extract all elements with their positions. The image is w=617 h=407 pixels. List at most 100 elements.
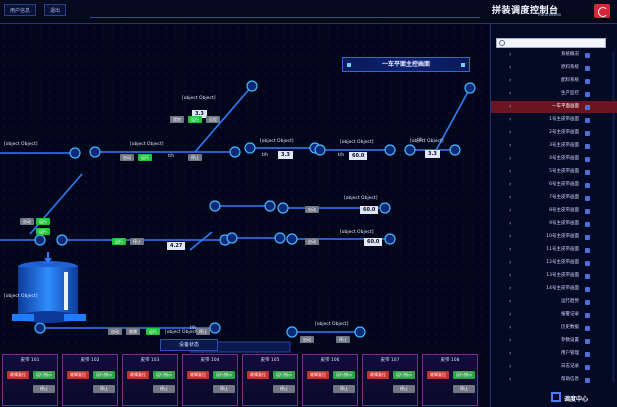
pulley-icon (379, 202, 391, 214)
chevron-icon: ‹ (509, 77, 512, 84)
device-card: 皮带 106 故障复位 运行指示 停止 (302, 354, 358, 406)
stop-button[interactable]: 停止 (333, 385, 355, 393)
start-button[interactable]: 启动 (20, 218, 34, 225)
stop-button[interactable]: 停止 (196, 328, 210, 335)
run-indicator: 运行指示 (333, 371, 355, 379)
stop-button[interactable]: 停止 (130, 238, 144, 245)
sidebar-item[interactable]: ‹系统概况 (491, 49, 617, 61)
pulley-icon (286, 233, 298, 245)
chevron-icon: ‹ (509, 363, 512, 370)
sidebar-item[interactable]: ‹ 6号主皮带画面 (491, 179, 617, 191)
menu-icon (585, 274, 590, 279)
pulley-icon (286, 326, 298, 338)
fault-button[interactable]: 故障 (126, 328, 140, 335)
menu-icon (585, 183, 590, 188)
sidebar-item[interactable]: ‹3号主皮带画面 (491, 140, 617, 152)
sidebar-item-label: 12号主皮带画面 (546, 260, 579, 265)
sidebar-item[interactable]: ‹日志记录 (491, 361, 617, 373)
remote-button[interactable]: 远程 (206, 116, 220, 123)
stop-button[interactable]: 停止 (153, 385, 175, 393)
sidebar-item[interactable]: ‹一车平面画面 (491, 101, 617, 113)
conveyor-label: [object Object] (315, 322, 349, 327)
tab-user-info[interactable]: 用户信息 (4, 4, 37, 16)
tank-outlet-right (64, 314, 86, 321)
start-button[interactable]: 启动 (305, 238, 319, 245)
cards-tab[interactable]: 设备状态 (160, 339, 218, 351)
search-input[interactable] (496, 38, 606, 48)
menu-icon (585, 209, 590, 214)
local-button[interactable]: 就地 (170, 116, 184, 123)
conveyor-label: [object Object] (344, 196, 378, 201)
sidebar-item[interactable]: ‹参数设置 (491, 335, 617, 347)
sidebar-item-label: 5号主皮带画面 (549, 169, 579, 174)
stop-button[interactable]: 停止 (213, 385, 235, 393)
sidebar-item[interactable]: ‹报警记录 (491, 309, 617, 321)
sidebar-item[interactable]: ‹8号主皮带画面 (491, 205, 617, 217)
sidebar-item-label: 11号主皮带画面 (546, 247, 579, 252)
stop-button[interactable]: 停止 (336, 336, 350, 343)
sidebar-item-label: 历史数据 (561, 325, 579, 330)
chevron-icon: ‹ (509, 168, 512, 175)
chevron-icon: ‹ (509, 311, 512, 318)
sidebar-item[interactable]: ‹用户管理 (491, 348, 617, 360)
pulley-icon (277, 202, 289, 214)
sidebar-item[interactable]: ‹ 5号主皮带画面 (491, 166, 617, 178)
reset-button[interactable]: 故障复位 (367, 371, 389, 379)
reset-button[interactable]: 故障复位 (307, 371, 329, 379)
sidebar-item[interactable]: ‹历史数据 (491, 322, 617, 334)
pulley-icon (244, 142, 256, 154)
sidebar-item[interactable]: ‹原料系统 (491, 62, 617, 74)
start-button[interactable]: 启动 (120, 154, 134, 161)
sidebar-item[interactable]: ‹11号主皮带画面 (491, 244, 617, 256)
run-indicator: 运行 (138, 154, 152, 161)
sidebar-item[interactable]: ‹1号主皮带画面 (491, 114, 617, 126)
chevron-icon: ‹ (509, 181, 512, 188)
sidebar-item[interactable]: ‹生产监控 (491, 88, 617, 100)
unit-label: t/h (417, 138, 424, 143)
menu-icon (585, 261, 590, 266)
sidebar-item-label: 6号主皮带画面 (549, 182, 579, 187)
reset-button[interactable]: 故障复位 (187, 371, 209, 379)
scrollbar[interactable] (612, 52, 615, 382)
sidebar-item-label: 4号主皮带画面 (549, 156, 579, 161)
reset-button[interactable]: 故障复位 (7, 371, 29, 379)
run-indicator: 运行指示 (213, 371, 235, 379)
sidebar-item[interactable]: ‹12号主皮带画面 (491, 257, 617, 269)
stop-button[interactable]: 停止 (93, 385, 115, 393)
sidebar-item[interactable]: ‹7号主皮带画面 (491, 192, 617, 204)
screen-title: 一车平面主控画面 (342, 57, 470, 72)
chevron-icon: ‹ (509, 194, 512, 201)
sidebar-item-label: 9号主皮带画面 (549, 221, 579, 226)
start-button[interactable]: 启动 (300, 336, 314, 343)
stop-button[interactable]: 停止 (453, 385, 475, 393)
stop-button[interactable]: 停止 (188, 154, 202, 161)
sidebar-item[interactable]: ‹帮助信息 (491, 374, 617, 386)
start-button[interactable]: 启动 (108, 328, 122, 335)
sidebar-item-label: 参数设置 (561, 338, 579, 343)
menu-icon (585, 339, 590, 344)
sidebar-item[interactable]: ‹10号主皮带画面 (491, 231, 617, 243)
stop-button[interactable]: 停止 (273, 385, 295, 393)
start-button[interactable]: 启动 (305, 206, 319, 213)
conveyor-label: [object Object] (165, 330, 199, 335)
sidebar-item[interactable]: ‹13号主皮带画面 (491, 270, 617, 282)
sidebar-item[interactable]: ‹运行趋势 (491, 296, 617, 308)
reset-button[interactable]: 故障复位 (427, 371, 449, 379)
reset-button[interactable]: 故障复位 (247, 371, 269, 379)
sidebar-item[interactable]: ‹2号主皮带画面 (491, 127, 617, 139)
sidebar-item[interactable]: ‹14号主皮带画面 (491, 283, 617, 295)
reset-button[interactable]: 故障复位 (127, 371, 149, 379)
sidebar-item-label: 14号主皮带画面 (546, 286, 579, 291)
card-title: 皮带 102 (80, 358, 100, 363)
chevron-icon: ‹ (509, 207, 512, 214)
stop-button[interactable]: 停止 (33, 385, 55, 393)
sidebar-item[interactable]: ‹4号主皮带画面 (491, 153, 617, 165)
sidebar-item[interactable]: ‹配料系统 (491, 75, 617, 87)
tab-logout[interactable]: 退出 (44, 4, 67, 16)
reset-button[interactable]: 故障复位 (67, 371, 89, 379)
sidebar-item[interactable]: ‹9号主皮带画面 (491, 218, 617, 230)
pulley-icon (384, 144, 396, 156)
menu-icon (585, 248, 590, 253)
stop-button[interactable]: 停止 (393, 385, 415, 393)
inclined-conveyor (194, 85, 253, 153)
